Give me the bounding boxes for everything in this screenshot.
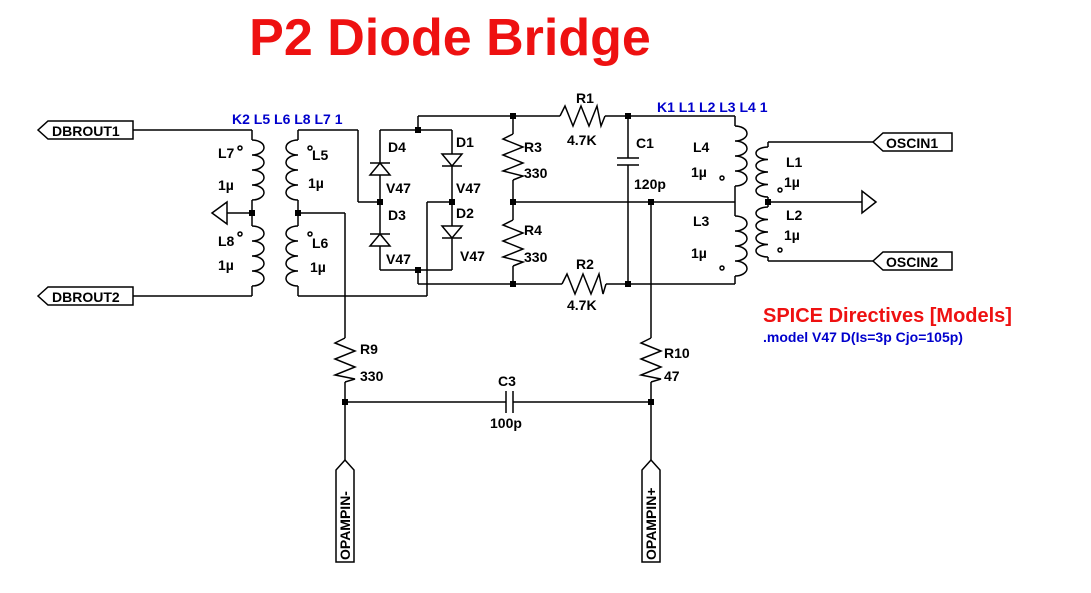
- diode-D3: D3 V47: [368, 207, 411, 267]
- coupling-right: K1 L1 L2 L3 L4 1: [657, 99, 768, 115]
- svg-text:1µ: 1µ: [691, 164, 707, 180]
- svg-text:R1: R1: [576, 90, 594, 106]
- inductor-L6: L6 1µ: [285, 225, 329, 287]
- svg-text:L2: L2: [786, 207, 803, 223]
- wires: [133, 115, 873, 460]
- junction-dots: [249, 113, 771, 405]
- inductor-L8: L8 1µ: [218, 225, 265, 287]
- svg-text:OPAMPIN-: OPAMPIN-: [337, 491, 353, 560]
- net-flag-dbrout1: DBROUT1: [36, 120, 134, 140]
- svg-text:R4: R4: [524, 222, 542, 238]
- svg-text:1µ: 1µ: [218, 177, 234, 193]
- svg-text:L4: L4: [693, 139, 710, 155]
- svg-text:V47: V47: [386, 180, 411, 196]
- resistor-R4: R4 330: [500, 219, 548, 267]
- svg-text:R9: R9: [360, 341, 378, 357]
- net-flag-opampin-minus: OPAMPIN-: [335, 458, 355, 563]
- svg-text:1µ: 1µ: [308, 175, 324, 191]
- svg-text:330: 330: [524, 165, 548, 181]
- svg-text:1µ: 1µ: [784, 227, 800, 243]
- svg-text:L3: L3: [693, 213, 710, 229]
- spice-header: SPICE Directives [Models]: [763, 305, 1012, 327]
- net-flag-oscin2: OSCIN2: [871, 251, 953, 271]
- ground-left-icon: [210, 200, 252, 226]
- svg-text:4.7K: 4.7K: [567, 297, 597, 313]
- svg-text:OSCIN2: OSCIN2: [886, 254, 938, 270]
- svg-text:OPAMPIN+: OPAMPIN+: [643, 488, 659, 560]
- schematic-title: P2 Diode Bridge: [249, 9, 651, 67]
- svg-text:V47: V47: [460, 248, 485, 264]
- net-flag-dbrout2: DBROUT2: [36, 286, 134, 306]
- svg-text:L5: L5: [312, 147, 329, 163]
- capacitor-C1: C1 120p: [617, 135, 666, 192]
- svg-text:R10: R10: [664, 345, 690, 361]
- svg-text:L8: L8: [218, 233, 235, 249]
- spice-model: .model V47 D(Is=3p Cjo=105p): [763, 329, 963, 345]
- svg-text:C3: C3: [498, 373, 516, 389]
- svg-text:R3: R3: [524, 139, 542, 155]
- svg-text:L6: L6: [312, 235, 329, 251]
- svg-text:DBROUT1: DBROUT1: [52, 123, 120, 139]
- svg-text:1µ: 1µ: [310, 259, 326, 275]
- svg-text:R2: R2: [576, 256, 594, 272]
- resistor-R3: R3 330: [500, 133, 548, 181]
- svg-text:D1: D1: [456, 134, 474, 150]
- svg-text:OSCIN1: OSCIN1: [886, 135, 938, 151]
- svg-text:L1: L1: [786, 154, 803, 170]
- svg-text:C1: C1: [636, 135, 654, 151]
- svg-text:47: 47: [664, 368, 680, 384]
- svg-text:330: 330: [360, 368, 384, 384]
- net-flag-opampin-plus: OPAMPIN+: [641, 458, 661, 563]
- inductor-L4: L4 1µ: [691, 125, 748, 187]
- diode-D4: D4 V47: [368, 139, 411, 196]
- svg-text:1µ: 1µ: [218, 257, 234, 273]
- svg-text:1µ: 1µ: [691, 245, 707, 261]
- resistor-R9: R9 330: [332, 337, 384, 384]
- coupling-left: K2 L5 L6 L8 L7 1: [232, 111, 343, 127]
- svg-text:DBROUT2: DBROUT2: [52, 289, 120, 305]
- svg-text:V47: V47: [456, 180, 481, 196]
- resistor-R1: R1 4.7K: [559, 90, 606, 148]
- inductor-L5: L5 1µ: [285, 139, 329, 201]
- svg-text:330: 330: [524, 249, 548, 265]
- svg-text:1µ: 1µ: [784, 174, 800, 190]
- resistor-R10: R10 47: [638, 337, 690, 384]
- svg-text:L7: L7: [218, 145, 235, 161]
- ground-right-icon: [768, 189, 878, 215]
- diode-D1: D1 V47: [440, 134, 481, 196]
- svg-text:D3: D3: [388, 207, 406, 223]
- svg-text:D2: D2: [456, 205, 474, 221]
- svg-text:V47: V47: [386, 251, 411, 267]
- svg-text:100p: 100p: [490, 415, 522, 431]
- diode-D2: D2 V47: [440, 205, 485, 264]
- svg-text:120p: 120p: [634, 176, 666, 192]
- inductor-L1: L1 1µ: [755, 146, 803, 198]
- inductor-L7: L7 1µ: [218, 139, 265, 201]
- svg-text:D4: D4: [388, 139, 406, 155]
- capacitor-C3: C3 100p: [490, 373, 522, 431]
- net-flag-oscin1: OSCIN1: [871, 132, 953, 152]
- resistor-R2: R2 4.7K: [561, 256, 607, 313]
- inductor-L3: L3 1µ: [691, 213, 748, 277]
- inductor-L2: L2 1µ: [755, 206, 803, 258]
- svg-text:4.7K: 4.7K: [567, 132, 597, 148]
